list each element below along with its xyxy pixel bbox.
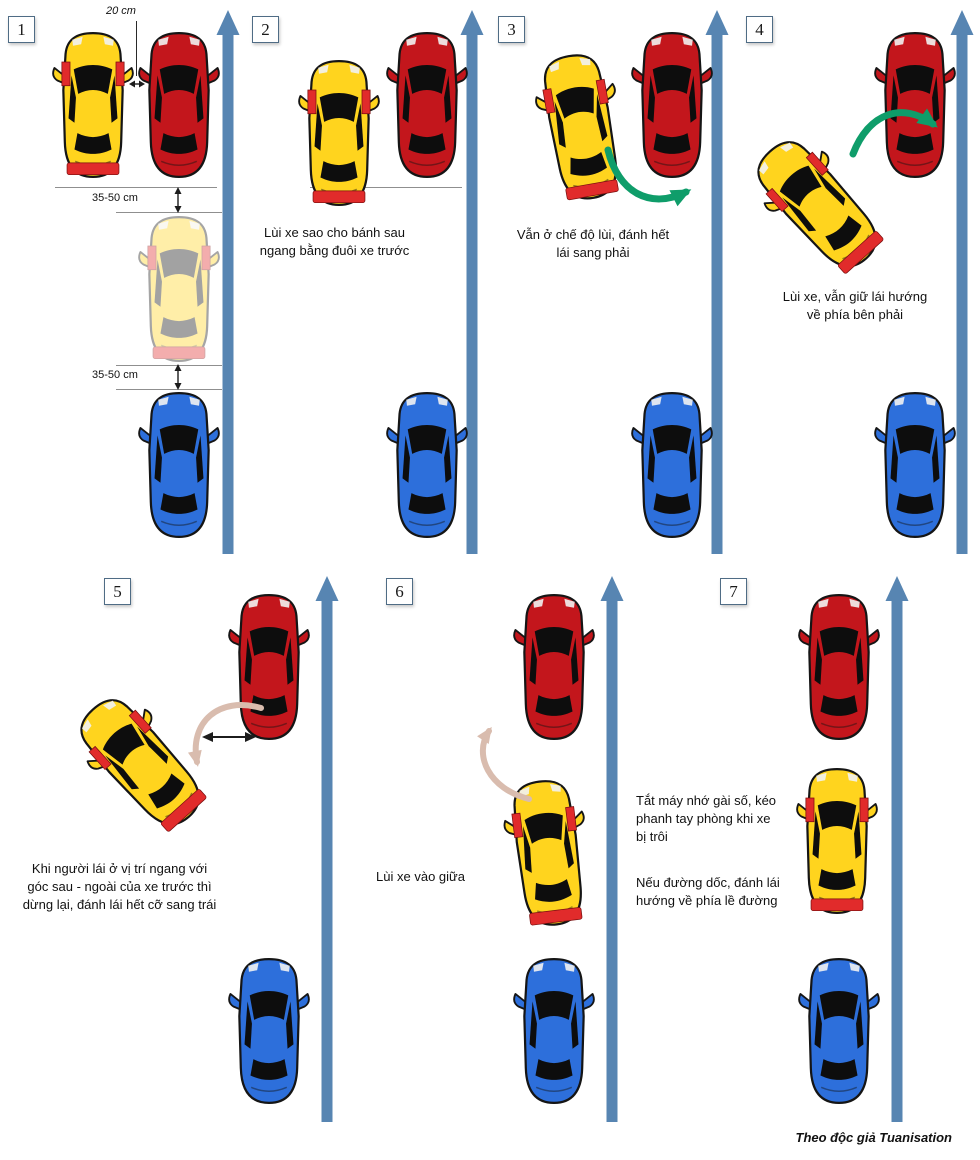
gap-rear-bottom-label: 35-50 cm — [92, 369, 138, 381]
steer-left-curve-arrow-icon — [187, 702, 264, 767]
step-caption-secondary: Nếu đường dốc, đánh lái hướng về phía lề… — [636, 875, 780, 908]
step-number-badge: 2 — [252, 16, 279, 43]
gap-front-label: 20 cm — [106, 5, 136, 17]
step-number: 7 — [729, 581, 738, 601]
gap-front-arrow-icon — [129, 80, 145, 88]
reverse-steer-right-arrow-icon — [604, 146, 692, 207]
step-number-badge: 5 — [104, 578, 131, 605]
step-caption: Vẫn ở chế độ lùi, đánh hết lái sang phải — [516, 227, 670, 260]
step-number: 4 — [755, 19, 764, 39]
blue-car — [798, 957, 880, 1105]
road-direction-arrow — [460, 10, 484, 554]
alignment-line — [116, 365, 222, 366]
step-number-badge: 7 — [720, 578, 747, 605]
alignment-line — [116, 212, 222, 213]
gap-front-leader-line — [136, 21, 137, 76]
step-number-badge: 1 — [8, 16, 35, 43]
step-caption: Lùi xe sao cho bánh sau ngang bằng đuôi … — [259, 225, 410, 258]
road-direction-arrow — [600, 576, 624, 1122]
step-number: 1 — [17, 19, 26, 39]
dimension-arrow-icon — [174, 364, 182, 390]
step-caption: Lùi xe, vẫn giữ lái hướng về phía bên ph… — [782, 289, 928, 322]
step-number: 2 — [261, 19, 270, 39]
red-car — [798, 593, 880, 741]
step-number: 3 — [507, 19, 516, 39]
road-direction-arrow — [705, 10, 729, 554]
road-direction-arrow — [315, 576, 339, 1122]
credit-line: Theo độc giả Tuanisation — [795, 1130, 953, 1145]
step-caption: Khi người lái ở vị trí ngang với góc sau… — [22, 861, 217, 912]
yellow-car — [796, 767, 878, 915]
alignment-line — [310, 187, 462, 188]
dimension-arrow-icon — [174, 187, 182, 213]
step-caption: Lùi xe vào giữa — [376, 869, 465, 884]
road-direction-arrow — [216, 10, 240, 554]
road-direction-arrow — [950, 10, 974, 554]
alignment-line — [116, 389, 222, 390]
step-number-badge: 3 — [498, 16, 525, 43]
step-number-badge: 4 — [746, 16, 773, 43]
reverse-steer-right-arrow-icon — [849, 108, 938, 158]
gap-rear-top-label: 35-50 cm — [92, 192, 138, 204]
alignment-line — [55, 187, 217, 188]
road-direction-arrow — [885, 576, 909, 1122]
gap-double-arrow-icon — [202, 732, 256, 742]
step-number-badge: 6 — [386, 578, 413, 605]
step-number: 5 — [113, 581, 122, 601]
step-number: 6 — [395, 581, 404, 601]
step-caption-primary: Tắt máy nhớ gài số, kéo phanh tay phòng … — [636, 793, 777, 844]
straighten-curve-arrow-icon — [477, 726, 532, 802]
